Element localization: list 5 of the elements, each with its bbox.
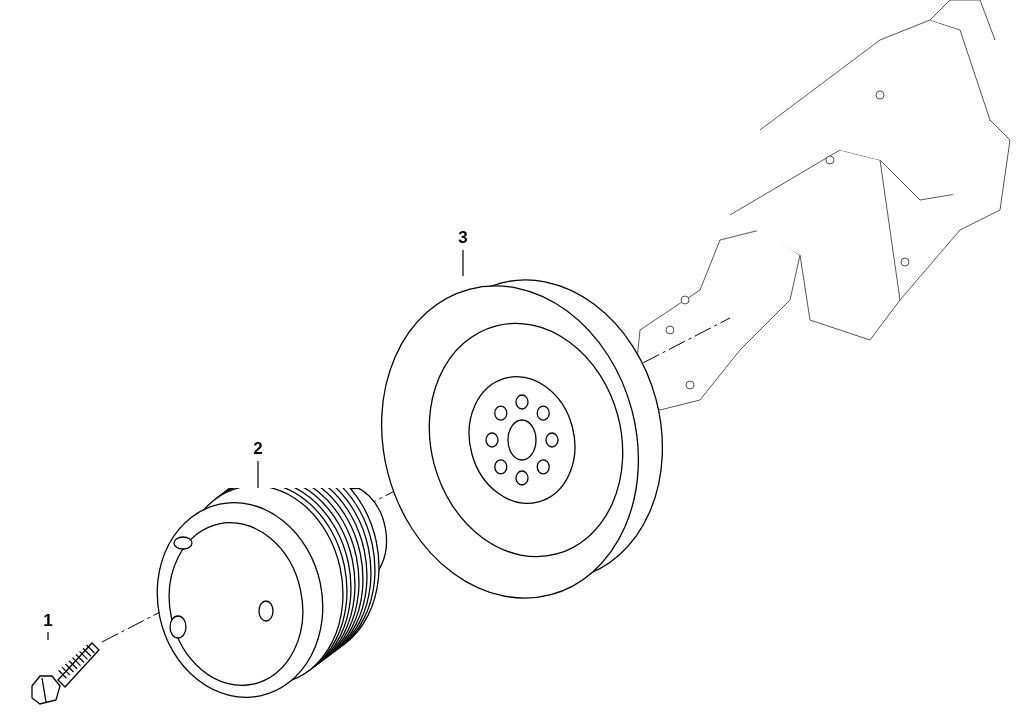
callout-number: 1 [37,608,59,632]
leader-line [47,631,49,641]
leader-line [462,249,464,277]
callout-number: 3 [452,224,474,250]
callout-number: 2 [247,435,269,461]
